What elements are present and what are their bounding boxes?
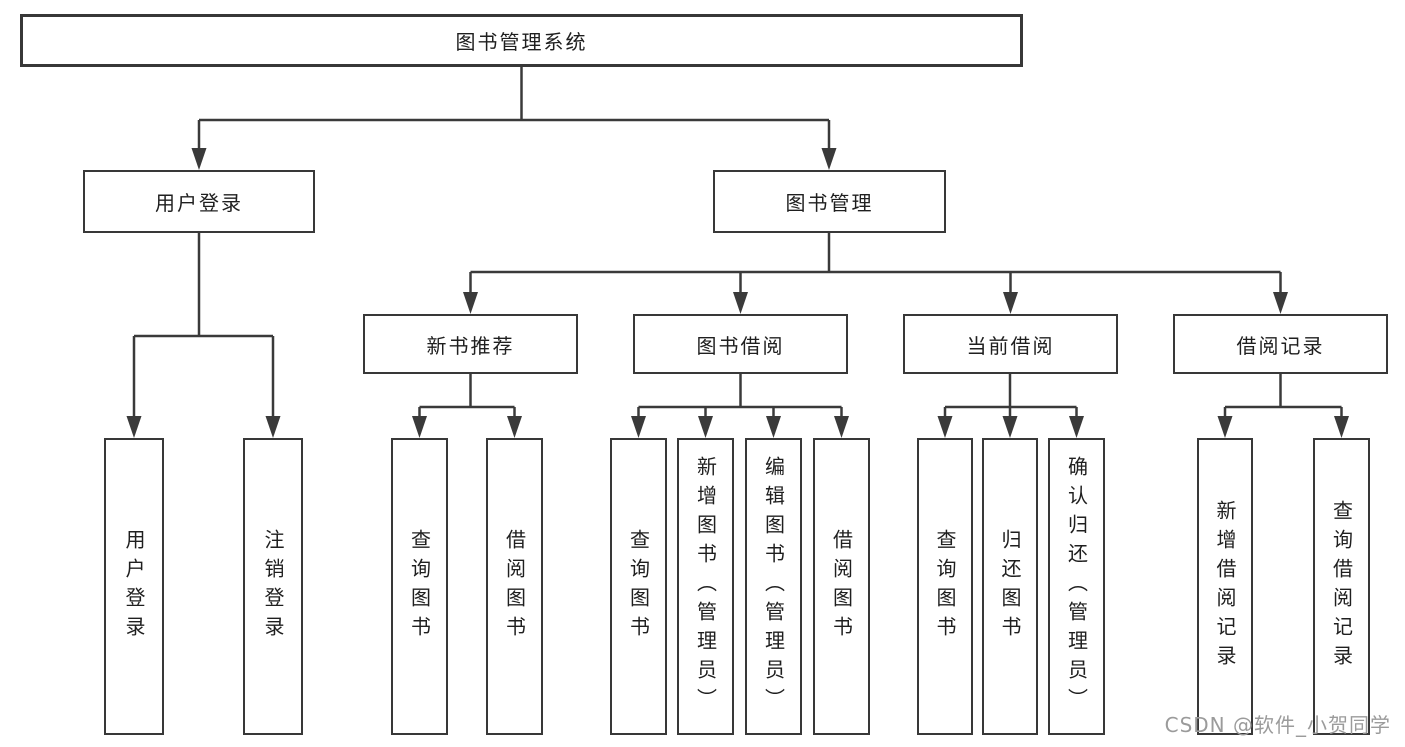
node-book-borrowing: 图书借阅 [633, 314, 848, 374]
leaf-add-borrow-record: 新增借阅记录 [1197, 438, 1253, 735]
leaf-query-books-borrowing: 查询图书 [610, 438, 667, 735]
leaf-user-login: 用户登录 [104, 438, 164, 735]
leaf-borrow-books-recommendation: 借阅图书 [486, 438, 543, 735]
node-library-management-system: 图书管理系统 [20, 14, 1023, 67]
leaf-query-borrow-record: 查询借阅记录 [1313, 438, 1370, 735]
leaf-confirm-return-admin: 确认归还（管理员） [1048, 438, 1105, 735]
node-borrowing-records: 借阅记录 [1173, 314, 1388, 374]
leaf-edit-books-admin: 编辑图书（管理员） [745, 438, 802, 735]
leaf-return-books: 归还图书 [982, 438, 1038, 735]
leaf-borrow-books: 借阅图书 [813, 438, 870, 735]
leaf-add-books-admin: 新增图书（管理员） [677, 438, 734, 735]
watermark: CSDN @软件_小贺同学 [1164, 713, 1391, 737]
node-book-management: 图书管理 [713, 170, 946, 233]
leaf-logout: 注销登录 [243, 438, 303, 735]
node-current-borrowing: 当前借阅 [903, 314, 1118, 374]
node-new-book-recommendation: 新书推荐 [363, 314, 578, 374]
node-user-login: 用户登录 [83, 170, 315, 233]
leaf-query-books-current: 查询图书 [917, 438, 973, 735]
leaf-query-books-recommendation: 查询图书 [391, 438, 448, 735]
